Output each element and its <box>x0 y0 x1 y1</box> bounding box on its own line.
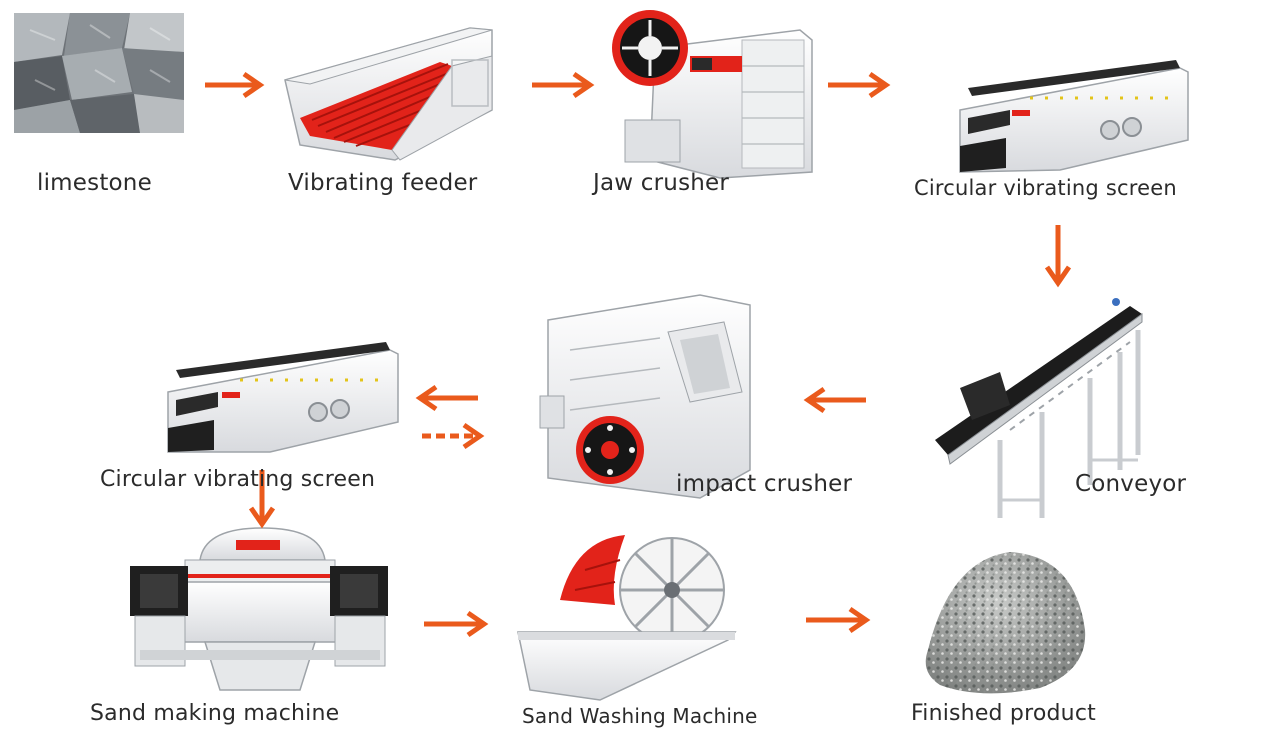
conveyor-icon <box>935 298 1143 518</box>
flow-arrow-impact-crusher-to-circular-vibrating-screen-2 <box>415 384 478 412</box>
label-circular-vibrating-screen-2: Circular vibrating screen <box>100 467 376 492</box>
label-finished-product: Finished product <box>911 701 1096 726</box>
flow-arrows <box>205 71 1072 638</box>
limestone-rocks-icon <box>14 13 184 133</box>
sand-making-machine-icon <box>130 527 388 691</box>
flow-arrow-limestone-to-vibrating-feeder <box>205 71 265 99</box>
impact-crusher-icon <box>539 294 751 499</box>
flow-arrow-conveyor-to-impact-crusher <box>803 386 866 414</box>
flow-arrow-circular-vibrating-screen-2-to-sand-making-machine <box>248 470 276 529</box>
jaw-crusher-icon <box>612 10 813 179</box>
vibrating-screen-icon <box>167 342 399 453</box>
vibrating-feeder-icon <box>284 27 493 161</box>
gravel-pile-icon <box>925 552 1086 694</box>
flow-arrow-vibrating-feeder-to-jaw-crusher <box>532 71 595 99</box>
sand-washing-machine-icon <box>517 535 737 701</box>
label-impact-crusher: impact crusher <box>676 471 853 497</box>
vibrating-screen-icon <box>959 60 1189 173</box>
flow-arrow-circular-vibrating-screen-1-to-conveyor <box>1044 225 1072 288</box>
flow-arrow-sand-washing-machine-to-finished-product <box>806 606 871 634</box>
flow-arrow-circular-vibrating-screen-2-to-impact-crusher <box>422 422 485 450</box>
label-circular-vibrating-screen-1: Circular vibrating screen <box>914 176 1177 200</box>
flow-arrow-jaw-crusher-to-circular-vibrating-screen-1 <box>828 71 891 99</box>
label-jaw-crusher: Jaw crusher <box>593 170 730 196</box>
label-sand-making-machine: Sand making machine <box>90 701 340 726</box>
label-conveyor: Conveyor <box>1075 471 1187 497</box>
label-vibrating-feeder: Vibrating feeder <box>288 170 478 196</box>
label-limestone: limestone <box>37 170 152 196</box>
label-sand-washing-machine: Sand Washing Machine <box>522 704 758 728</box>
flow-arrow-sand-making-machine-to-sand-washing-machine <box>424 610 489 638</box>
